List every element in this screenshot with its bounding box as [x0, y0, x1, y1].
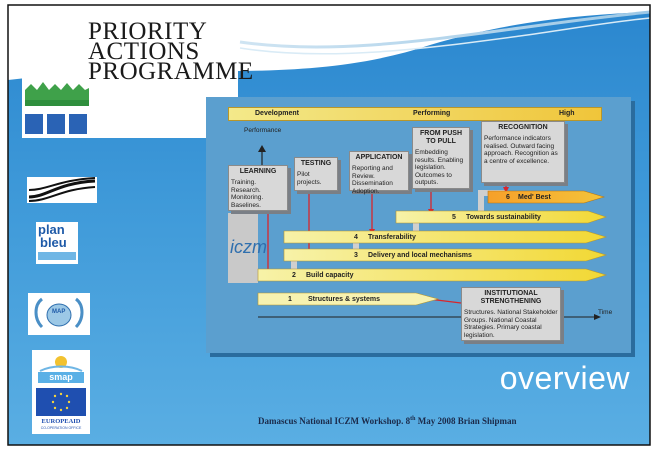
- map-label: MAP: [52, 309, 66, 315]
- recognition-box: RECOGNITION Performance indicators reali…: [481, 121, 565, 183]
- development-label: Development: [255, 110, 299, 117]
- bar-2-num: 2: [292, 272, 296, 279]
- laurel-globe-icon: [34, 297, 84, 329]
- footer-rest: May 2008 Brian Shipman: [415, 416, 517, 426]
- bar-5: [395, 210, 607, 224]
- learning-box: LEARNING Training. Research. Monitoring.…: [228, 165, 288, 211]
- bar-2: [257, 268, 608, 282]
- logo-line-2: ACTIONS: [88, 38, 200, 65]
- footer-event: Damascus National ICZM Workshop. 8: [258, 416, 411, 426]
- high-label: High: [559, 110, 575, 117]
- europeaid-label: EUROPEAID: [41, 418, 81, 425]
- footer-superscript: th: [410, 416, 416, 422]
- bar-1: [257, 292, 440, 306]
- learning-body: Training. Research. Monitoring. Baseline…: [231, 179, 264, 209]
- footer: Damascus National ICZM Workshop. 8th May…: [258, 416, 516, 426]
- push-pull-body: Embedding results. Enabling legislation.…: [415, 149, 464, 186]
- plan-bleu-line-1: plan: [38, 222, 65, 237]
- development-bar: Development Performing High: [228, 107, 602, 121]
- push-pull-box: FROM PUSH TO PULL Embedding results. Ena…: [412, 127, 470, 189]
- bar-1-num: 1: [288, 296, 292, 303]
- testing-title: TESTING: [300, 160, 332, 167]
- europeaid-sub: CO-OPERATION OFFICE: [40, 426, 82, 430]
- performing-label: Performing: [413, 110, 451, 117]
- bar-6-num: 6: [506, 194, 510, 201]
- eu-flag-icon: [36, 388, 86, 416]
- recognition-title: RECOGNITION: [498, 124, 548, 131]
- recognition-body: Performance indicators realised. Outward…: [484, 135, 558, 165]
- push-pull-title: FROM PUSH TO PULL: [420, 130, 462, 145]
- bar-3-num: 3: [354, 252, 358, 259]
- plan-bleu-wave-icon: [38, 252, 76, 260]
- bar-4: [283, 230, 608, 244]
- plan-bleu-line-2: bleu: [40, 235, 67, 250]
- arrow-bars: [257, 190, 608, 306]
- learning-title: LEARNING: [239, 168, 277, 175]
- bar-3: [283, 248, 608, 262]
- application-box: APPLICATION Reporting and Review. Dissem…: [349, 151, 409, 195]
- testing-body: Pilot projects.: [297, 171, 322, 186]
- application-body: Reporting and Review. Dissemination Adop…: [352, 165, 393, 195]
- bar-5-num: 5: [452, 214, 456, 221]
- time-axis-label: Time: [598, 309, 613, 316]
- plan-bleu-logo: plan bleu: [36, 222, 78, 264]
- map-logo: MAP: [28, 293, 90, 335]
- institutional-body: Structures. National Stakeholder Groups.…: [464, 309, 558, 339]
- pap-logo-text: PRIORITY ACTIONS PROGRAMME: [88, 18, 254, 85]
- pap-logo-icon: [25, 78, 89, 134]
- logo-line-3: PROGRAMME: [88, 58, 254, 85]
- performance-axis-label: Performance: [244, 127, 282, 134]
- iczm-label: iczm: [230, 237, 267, 257]
- testing-box: TESTING Pilot projects.: [294, 157, 338, 191]
- institutional-title: INSTITUTIONAL STRENGTHENING: [480, 290, 542, 305]
- logo-line-1: PRIORITY: [88, 18, 208, 45]
- bar-5-label: Towards sustainability: [466, 214, 541, 221]
- bar-1-label: Structures & systems: [308, 296, 380, 303]
- bar-2-label: Build capacity: [306, 272, 354, 279]
- institutional-box: INSTITUTIONAL STRENGTHENING Structures. …: [461, 287, 561, 341]
- smap-europeaid-logo: smap EUROPEAID CO-OPERATION OFFICE: [32, 350, 90, 434]
- bar-4-label: Transferability: [368, 234, 416, 241]
- bar-6: [487, 190, 606, 204]
- diagram-panel: Development Performing High Performance: [206, 97, 631, 353]
- application-title: APPLICATION: [355, 154, 403, 161]
- waves-logo: [27, 177, 97, 203]
- smap-sun-icon: [39, 356, 83, 372]
- bar-6-label: Med' Best: [518, 194, 551, 201]
- bar-3-label: Delivery and local mechanisms: [368, 252, 472, 259]
- bar-4-num: 4: [354, 234, 358, 241]
- smap-label: smap: [38, 372, 84, 383]
- overview-title: overview: [499, 360, 630, 396]
